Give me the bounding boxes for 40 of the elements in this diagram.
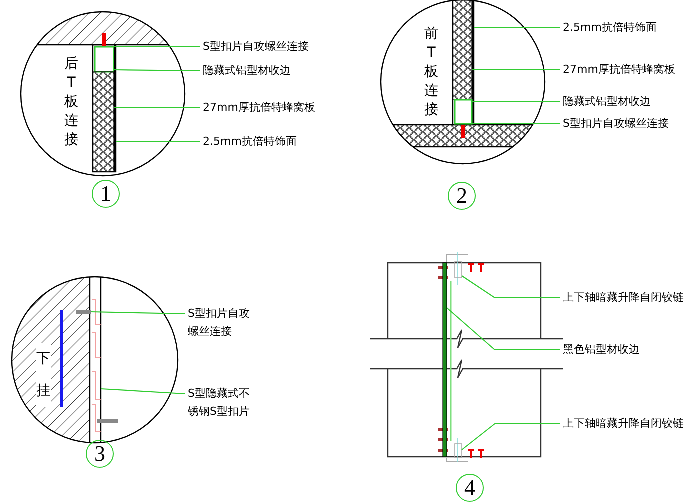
leader-line [474, 27, 560, 29]
leader-line [114, 107, 200, 109]
honeycomb-panel [92, 72, 114, 172]
callout-text: 上下轴暗藏升降自闭铰链 [563, 291, 684, 305]
hinge [454, 444, 462, 458]
callout-text: 2.5mm抗倍特饰面 [203, 135, 297, 149]
honeycomb-panel [452, 0, 472, 100]
callout-text: 上下轴暗藏升降自闭铰链 [563, 417, 684, 431]
callout-text: 2.5mm抗倍特饰面 [563, 21, 657, 35]
vertical-label: 下挂 [36, 343, 51, 407]
callout-text: S型扣片自攻螺丝连接 [563, 117, 669, 131]
leader-line [90, 311, 186, 315]
callout-number: 4 [456, 474, 484, 502]
leader-line [472, 101, 560, 103]
leader-line [446, 308, 560, 351]
trim-profile [94, 46, 115, 73]
callout-text: 隐藏式铝型材收边 [203, 64, 291, 78]
leader-line [472, 69, 560, 71]
screw [76, 310, 91, 314]
callout-number: 2 [448, 182, 476, 210]
leader-line [472, 123, 560, 125]
callout-text: 27mm厚抗倍特蜂窝板 [203, 101, 316, 115]
callout-text: 27mm厚抗倍特蜂窝板 [563, 63, 676, 77]
trim-profile [454, 99, 473, 125]
hinge [454, 262, 462, 278]
callout-text: S型扣片自攻螺丝连接 [203, 40, 309, 54]
screw [102, 33, 106, 46]
callout-text: 隐藏式铝型材收边 [563, 95, 651, 109]
screw [461, 125, 465, 138]
callout-number: 1 [92, 180, 120, 208]
leader-line [462, 276, 560, 299]
leader-line [100, 388, 186, 395]
callout-text: 黑色铝型材收边 [563, 343, 640, 357]
callout-text: S型隐藏式不锈钢S型扣片 [188, 385, 280, 421]
callout-number: 3 [86, 440, 114, 468]
leader-line [116, 141, 200, 143]
leader-line [462, 423, 560, 450]
callout-text: S型扣片自攻螺丝连接 [188, 305, 258, 341]
edge-strip [442, 262, 448, 458]
leader-line [114, 69, 200, 72]
